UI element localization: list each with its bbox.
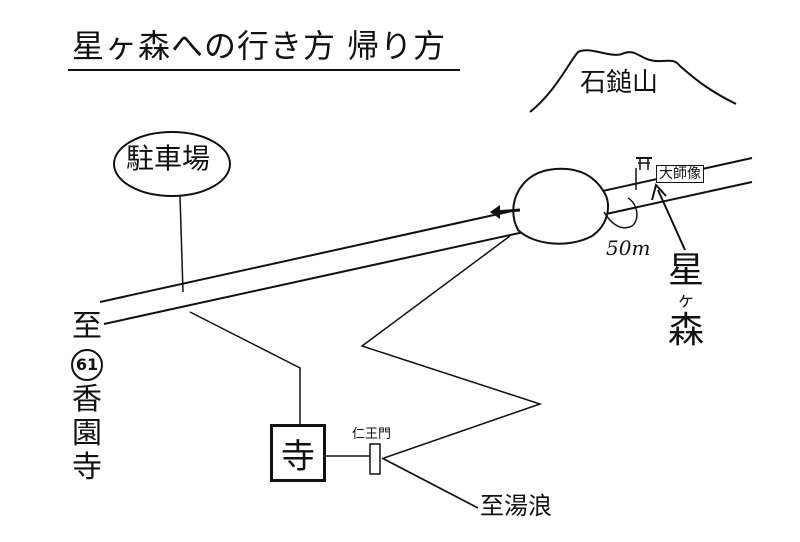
- parking-circle: [113, 131, 231, 197]
- trail-to-temple: [189, 311, 301, 424]
- mountain-outline: [529, 49, 737, 113]
- gate-marker: [369, 443, 381, 475]
- shrine-label: 大師像: [656, 165, 704, 183]
- small-loop: [603, 197, 638, 229]
- temple-label: 寺: [281, 436, 315, 477]
- page-title: 星ヶ森への行き方 帰り方: [72, 27, 447, 65]
- zigzag-trail: [360, 235, 543, 459]
- road-bottom-edge: [103, 181, 753, 325]
- origin-prefix: 至: [72, 309, 102, 344]
- hoshigamori-label: 星 ヶ 森: [666, 252, 706, 350]
- distance-label: 50m: [606, 236, 651, 260]
- mountain-label: 石鎚山: [580, 68, 659, 98]
- hoshigamori-char-1: 星: [667, 250, 704, 291]
- parking-label: 駐車場: [126, 142, 211, 175]
- road-top-edge: [99, 157, 753, 303]
- hoshigamori-char-3: 森: [667, 310, 704, 351]
- road-loop: [512, 167, 609, 245]
- hoshigamori-char-2: ヶ: [677, 290, 695, 311]
- temple-marker: 寺: [270, 424, 326, 482]
- road-arrow-head: [490, 205, 500, 219]
- hoshigamori-arrow-head: [651, 182, 667, 201]
- origin-temple-name: 香園寺: [72, 382, 102, 485]
- origin-temple-number: 61: [71, 349, 103, 381]
- parking-connector: [179, 195, 184, 293]
- yunami-destination-label: 至湯浪: [480, 492, 552, 520]
- trail-to-yunami: [381, 457, 479, 509]
- origin-label: 至 61 香園寺: [70, 310, 104, 485]
- gate-label: 仁王門: [352, 427, 392, 442]
- hoshigamori-arrow-line: [657, 189, 686, 251]
